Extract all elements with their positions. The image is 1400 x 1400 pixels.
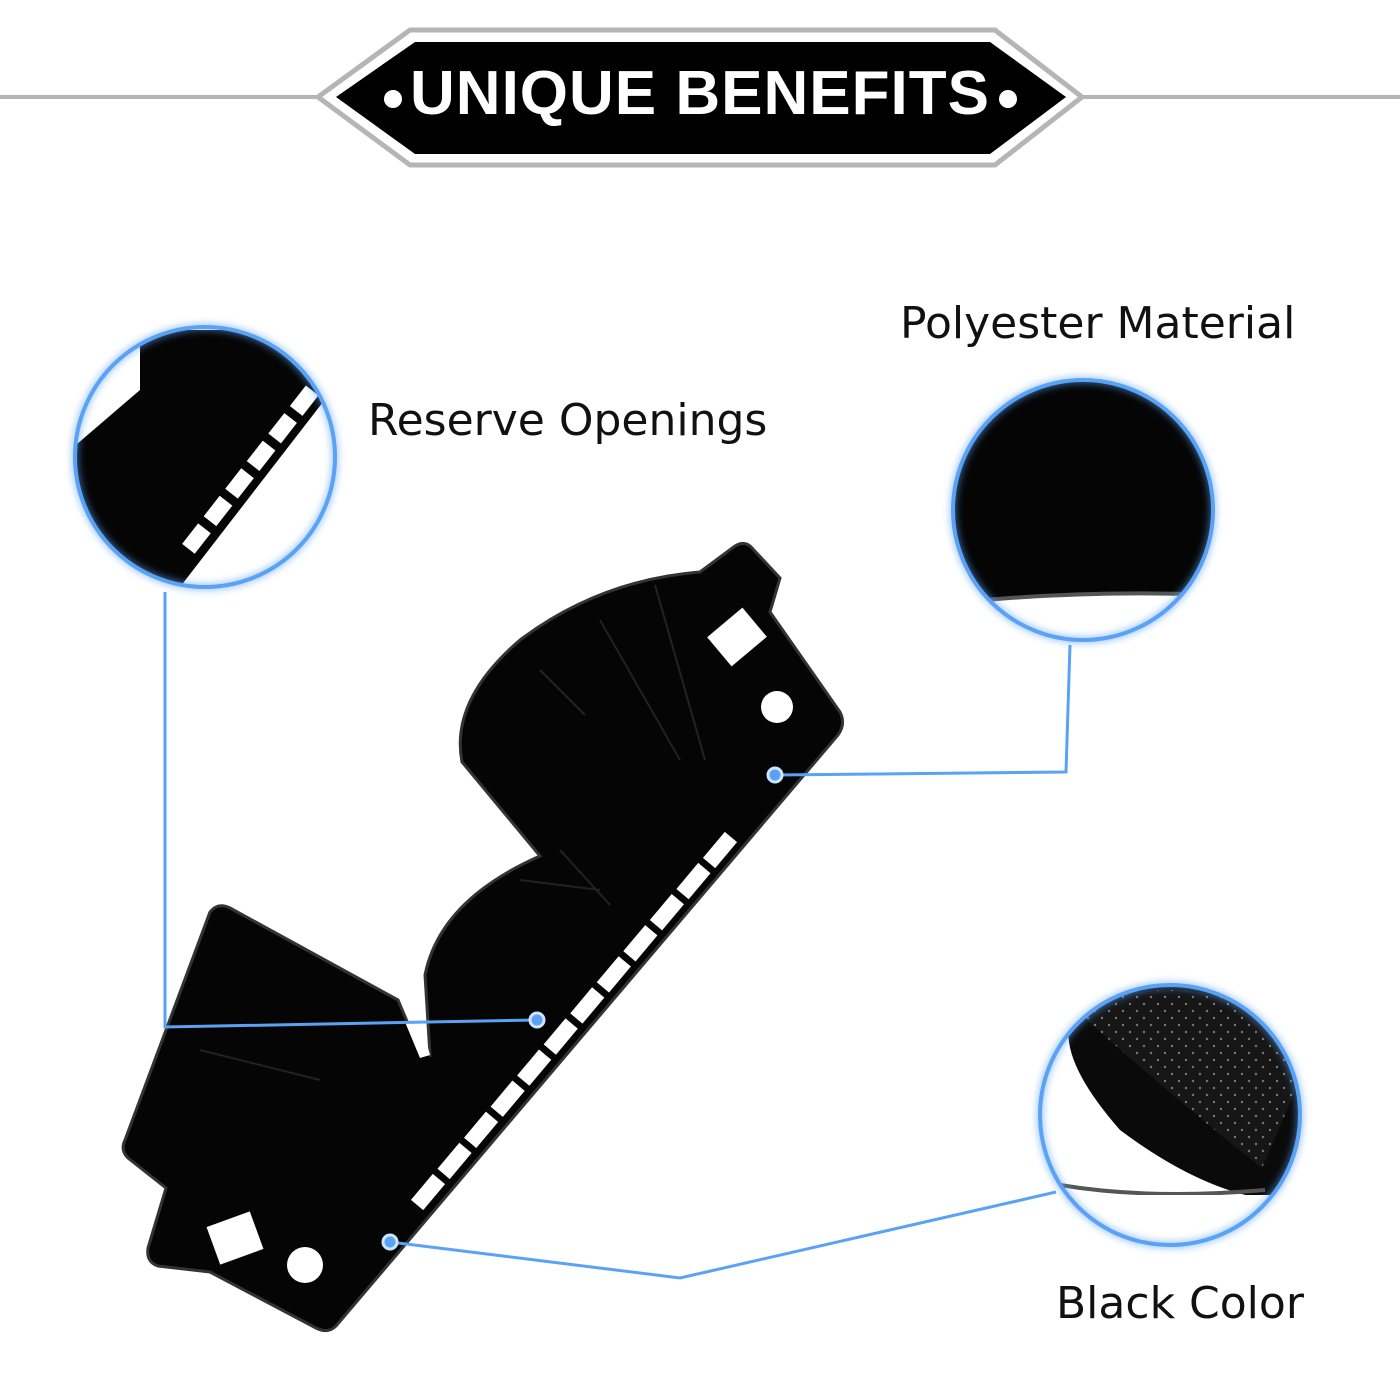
feature-label-reserve-openings: Reserve Openings xyxy=(368,395,768,446)
vent-slot xyxy=(570,987,605,1024)
detail-circle-openings xyxy=(73,325,337,589)
header-banner xyxy=(0,27,1400,168)
feature-label-black-color: Black Color xyxy=(1056,1278,1304,1329)
bullet-icon xyxy=(384,90,402,108)
vent-slot xyxy=(410,1173,446,1211)
vent-slot xyxy=(517,1049,552,1086)
vent-slot xyxy=(702,831,738,869)
detail-circle-black-color xyxy=(1038,983,1302,1247)
connector-polyester xyxy=(774,644,1072,777)
connector-lines xyxy=(163,592,1072,1280)
vent-slot xyxy=(649,894,684,931)
vent-slot xyxy=(596,956,631,993)
vent-slot xyxy=(623,925,658,962)
reserve-openings xyxy=(206,607,793,1283)
detail-circle-polyester xyxy=(951,378,1215,642)
dashboard-mat xyxy=(121,541,845,1333)
vent-slot xyxy=(437,1142,472,1180)
page-title: UNIQUE BENEFITS xyxy=(410,59,990,128)
feature-label-polyester-material: Polyester Material xyxy=(900,298,1296,349)
vent-slot xyxy=(464,1111,499,1148)
connector-black-color xyxy=(389,1190,1057,1280)
vent-slot xyxy=(543,1018,578,1055)
vent-slots xyxy=(410,831,738,1211)
bullet-icon xyxy=(999,90,1017,108)
vent-slot xyxy=(676,862,711,900)
connector-reserve-openings xyxy=(163,592,538,1029)
vent-slot xyxy=(490,1080,525,1117)
